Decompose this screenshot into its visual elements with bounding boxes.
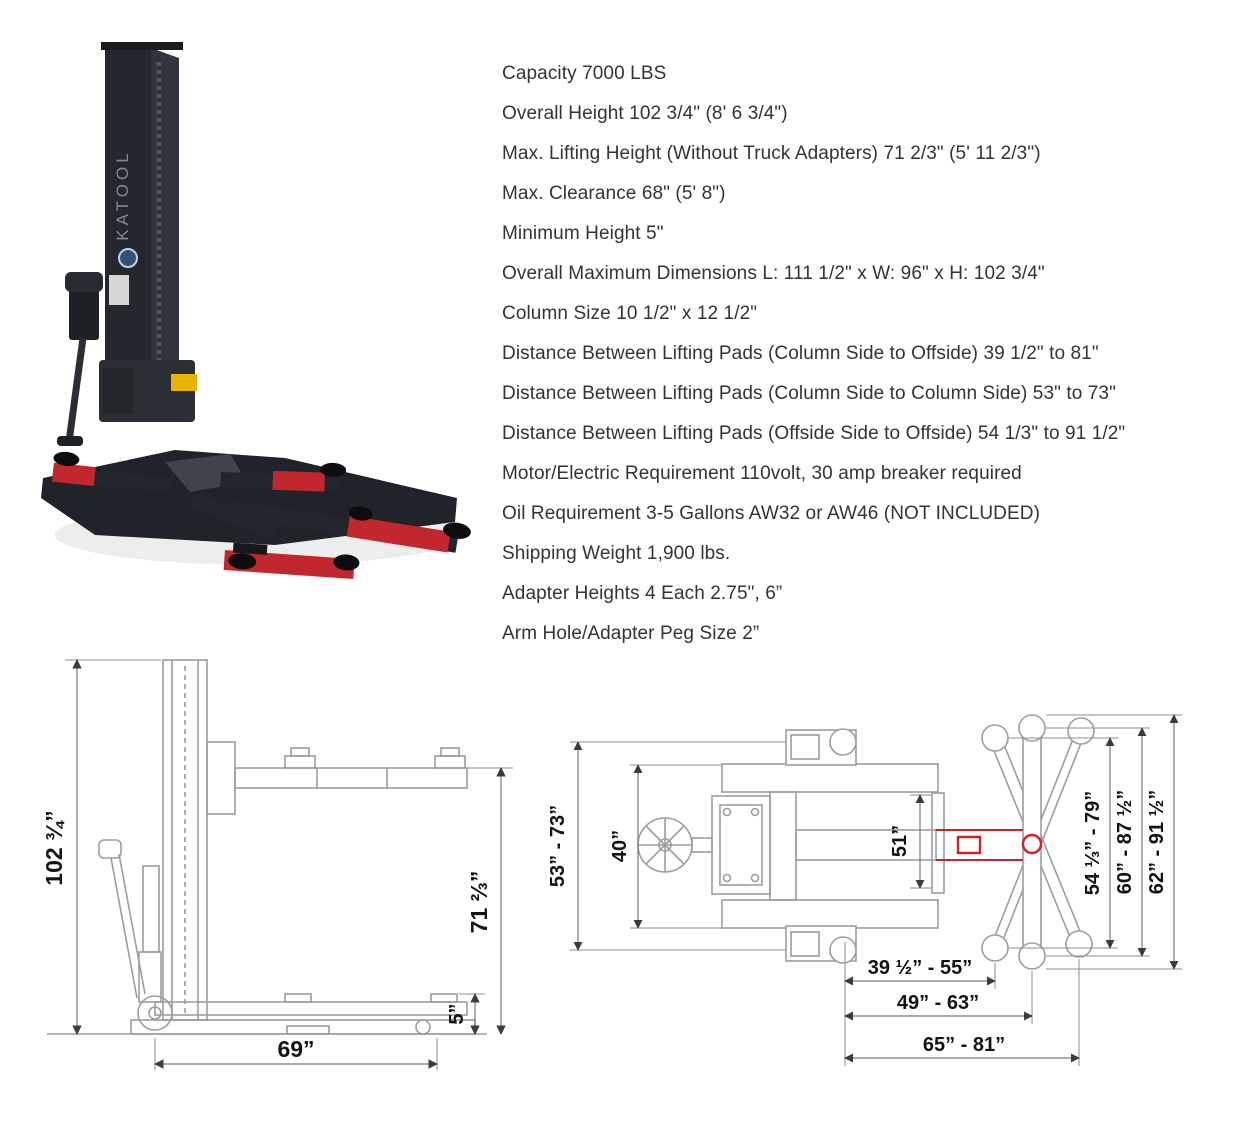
handwheel: [637, 817, 713, 873]
spec-line: Shipping Weight 1,900 lbs.: [502, 543, 731, 564]
column-label-sticker: [109, 275, 129, 305]
spec-line: Adapter Heights 4 Each 2.75", 6”: [502, 583, 783, 604]
column-side-arm-top: [785, 728, 857, 766]
dim-min-height: 5”: [446, 993, 485, 1035]
dim-label-54-79: 54 ⅓” - 79”: [1082, 791, 1104, 896]
dim-overall-height: 102 ¾”: [41, 659, 161, 1035]
dim-base-length: 69”: [154, 1036, 438, 1070]
dim-label-40: 40”: [609, 830, 631, 862]
spec-list: Capacity 7000 LBS Overall Height 102 3/4…: [502, 54, 1247, 654]
spec-line: Minimum Height 5": [502, 223, 664, 244]
top-view-drawing: 53” - 73” 40” 51” 54 ⅓” - 79” 60” - 87 ½…: [550, 714, 1182, 1066]
dim-max-lift-height: 71 ⅔”: [466, 767, 513, 1035]
side-view-drawing: 102 ¾” 71 ⅔” 5” 69”: [41, 659, 513, 1070]
dim-label-60-87: 60” - 87 ½”: [1114, 790, 1136, 895]
dim-label-max-lift-height: 71 ⅔”: [466, 871, 492, 934]
dim-reach-inner: 39 ½” - 55”: [844, 942, 996, 1066]
spec-line: Distance Between Lifting Pads (Offside S…: [502, 423, 1126, 444]
dim-label-min-height: 5”: [446, 1003, 468, 1024]
top-view-red-parts: [936, 829, 1043, 861]
brand-logo-badge: [118, 248, 138, 268]
dim-label-53-73: 53” - 73”: [550, 805, 569, 887]
dim-pads-offside-outer: 62” - 91 ½”: [1046, 714, 1182, 970]
spec-line: Max. Lifting Height (Without Truck Adapt…: [502, 143, 1041, 164]
dim-pads-offside-mid: 60” - 87 ½”: [1046, 727, 1150, 957]
power-unit: [65, 272, 103, 340]
lift-arm-front-right: [228, 500, 471, 553]
dim-reach-mid: 49” - 63”: [844, 971, 1033, 1024]
dim-pads-offside-inner: 54 ⅓” - 79”: [1009, 737, 1118, 949]
lift-arm-front-left: [189, 491, 360, 580]
lift-arm-back-right: [220, 462, 347, 492]
dim-label-39-55: 39 ½” - 55”: [868, 957, 973, 979]
spec-line: Capacity 7000 LBS: [502, 63, 667, 84]
dim-label-overall-height: 102 ¾”: [41, 810, 67, 885]
dim-label-65-81: 65” - 81”: [923, 1034, 1005, 1056]
lift-arm-back-left: [51, 451, 171, 493]
column-plate: [711, 795, 771, 895]
dim-label-62-91: 62” - 91 ½”: [1146, 790, 1168, 895]
dim-pads-column-side: 53” - 73”: [550, 741, 786, 951]
column-side-arm-bottom: [785, 925, 857, 964]
jack-handle: [57, 337, 87, 446]
spec-line: Distance Between Lifting Pads (Column Si…: [502, 343, 1099, 364]
spec-line: Motor/Electric Requirement 110volt, 30 a…: [502, 463, 1022, 484]
carriage: [99, 360, 197, 422]
dim-carriage-width: 51”: [889, 794, 932, 889]
warning-sticker: [171, 374, 197, 391]
spec-line: Overall Maximum Dimensions L: 111 1/2" x…: [502, 263, 1045, 284]
spec-line: Oil Requirement 3-5 Gallons AW32 or AW46…: [502, 503, 1041, 524]
dim-reach-outer: 65” - 81”: [844, 959, 1080, 1066]
brand-label: KATOOL: [113, 149, 132, 240]
spec-line: Overall Height 102 3/4" (8' 6 3/4"): [502, 103, 788, 124]
dim-label-49-63: 49” - 63”: [897, 992, 979, 1014]
spec-line: Column Size 10 1/2" x 12 1/2": [502, 303, 758, 324]
spec-line: Arm Hole/Adapter Peg Size 2”: [502, 623, 760, 644]
side-view-structure: [47, 659, 487, 1035]
spec-line: Max. Clearance 68" (5' 8"): [502, 183, 726, 204]
lift-column: KATOOL: [101, 42, 183, 382]
dim-base-width: 40”: [609, 764, 722, 929]
spec-line: Distance Between Lifting Pads (Column Si…: [502, 383, 1116, 404]
dim-label-51: 51”: [889, 825, 911, 857]
top-view-structure: [637, 714, 1095, 970]
offside-cross-arms: [981, 714, 1095, 970]
product-photo: KATOOL: [41, 42, 471, 580]
dim-label-base-length: 69”: [277, 1036, 314, 1062]
